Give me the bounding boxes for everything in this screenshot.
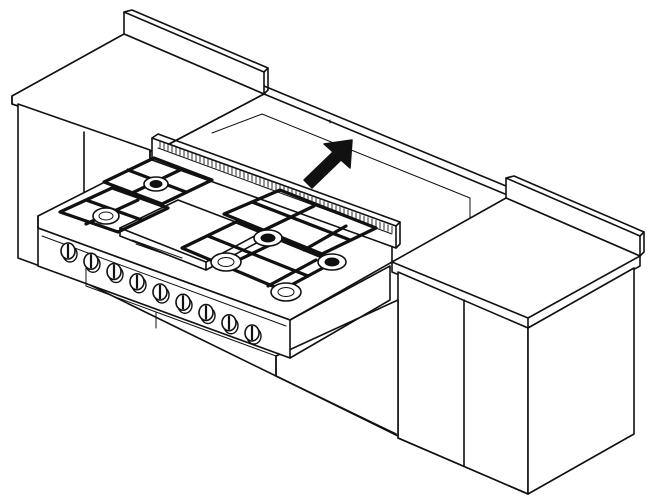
knob-icon [244, 324, 262, 345]
grates [58, 156, 378, 292]
push-direction-arrow-icon [303, 139, 353, 189]
control-knobs [60, 242, 262, 345]
burner-front-left [92, 207, 120, 225]
burner-front-center [210, 252, 242, 272]
knob-icon [60, 242, 78, 263]
rangetop [37, 133, 401, 359]
knob-icon [221, 313, 239, 335]
knob-icon [175, 293, 193, 314]
burner-back-center [253, 229, 283, 247]
arrow-shape [303, 139, 353, 189]
burner-back-right [317, 253, 347, 271]
knob-icon [152, 283, 170, 304]
burner-front-right [270, 282, 302, 302]
burner-back-left [143, 176, 169, 192]
right-counter [391, 175, 645, 495]
burners [92, 176, 347, 302]
knob-icon [83, 252, 101, 273]
knob-icon [129, 272, 147, 294]
knob-icon [198, 303, 216, 325]
knob-icon [106, 262, 124, 284]
